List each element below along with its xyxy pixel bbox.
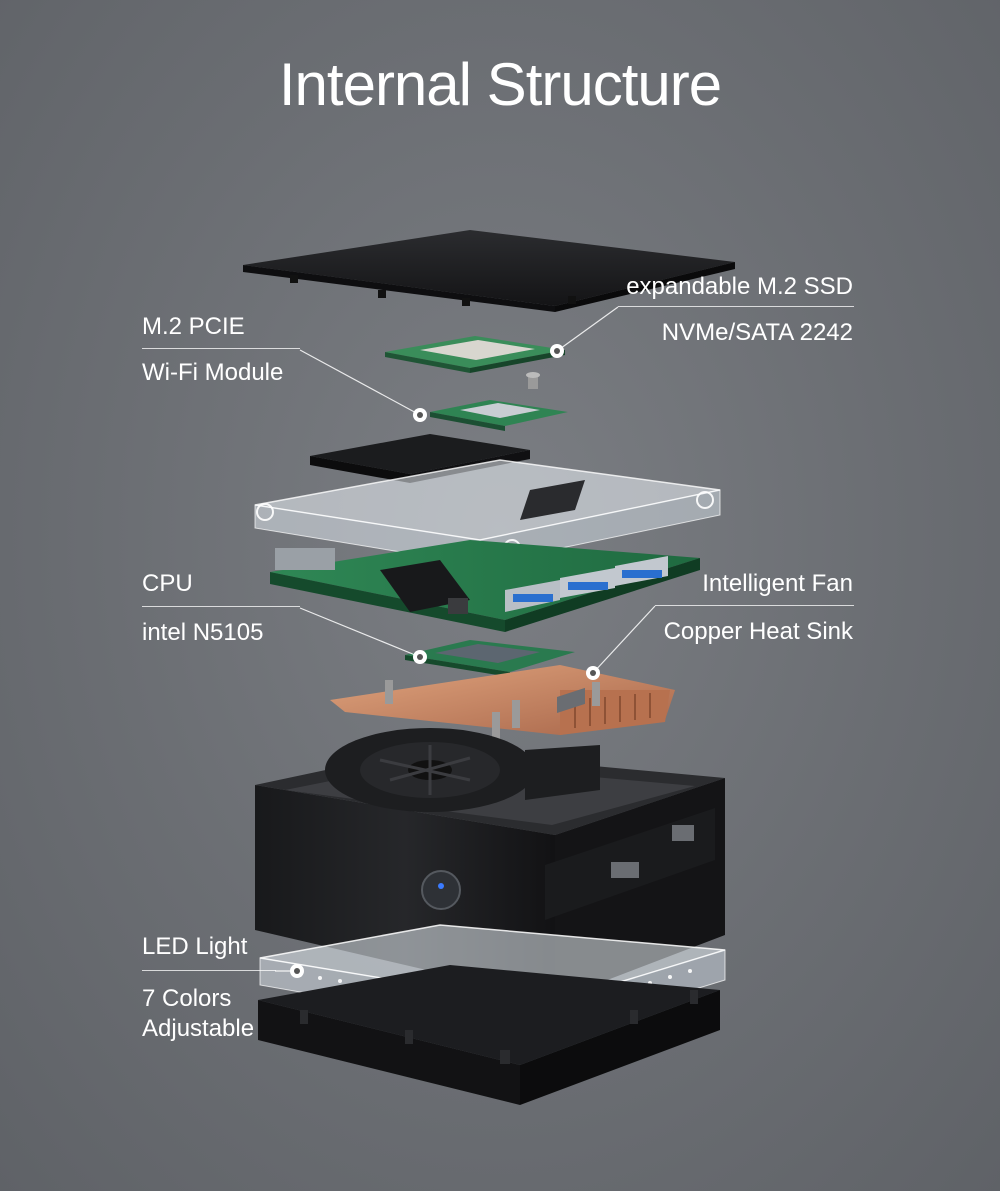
top-lid: [243, 230, 735, 312]
led-colors-label: 7 Colors: [142, 985, 232, 1012]
cpu-chip: [405, 640, 575, 677]
ssd-label: expandable M.2 SSD: [626, 273, 853, 300]
bottom-plate: [258, 965, 720, 1105]
fan-label: Intelligent Fan: [702, 570, 853, 597]
motherboard: [270, 540, 700, 632]
led-adjustable-label: Adjustable: [142, 1015, 255, 1042]
led-label: LED Light: [142, 933, 248, 960]
wifi-label: M.2 PCIE: [142, 313, 245, 340]
cpu-divider: [142, 606, 300, 607]
wifi-divider: [142, 348, 300, 349]
wifi-spec-label: Wi-Fi Module: [142, 359, 284, 386]
callout-markers: [290, 344, 600, 978]
ssd-divider: [618, 306, 854, 307]
copper-heat-sink: [330, 665, 675, 742]
cpu-label: CPU: [142, 570, 193, 597]
heat-sink-label: Copper Heat Sink: [663, 618, 853, 645]
fan-divider: [655, 605, 854, 606]
wifi-module-card: [430, 400, 568, 431]
page-title: Internal Structure: [278, 51, 722, 118]
m2-ssd-card: [385, 336, 565, 389]
cpu-spec-label: intel N5105: [142, 619, 264, 646]
callout-lines: [275, 306, 656, 972]
led-divider: [142, 970, 276, 971]
ssd-spec-label: NVMe/SATA 2242: [661, 319, 853, 346]
